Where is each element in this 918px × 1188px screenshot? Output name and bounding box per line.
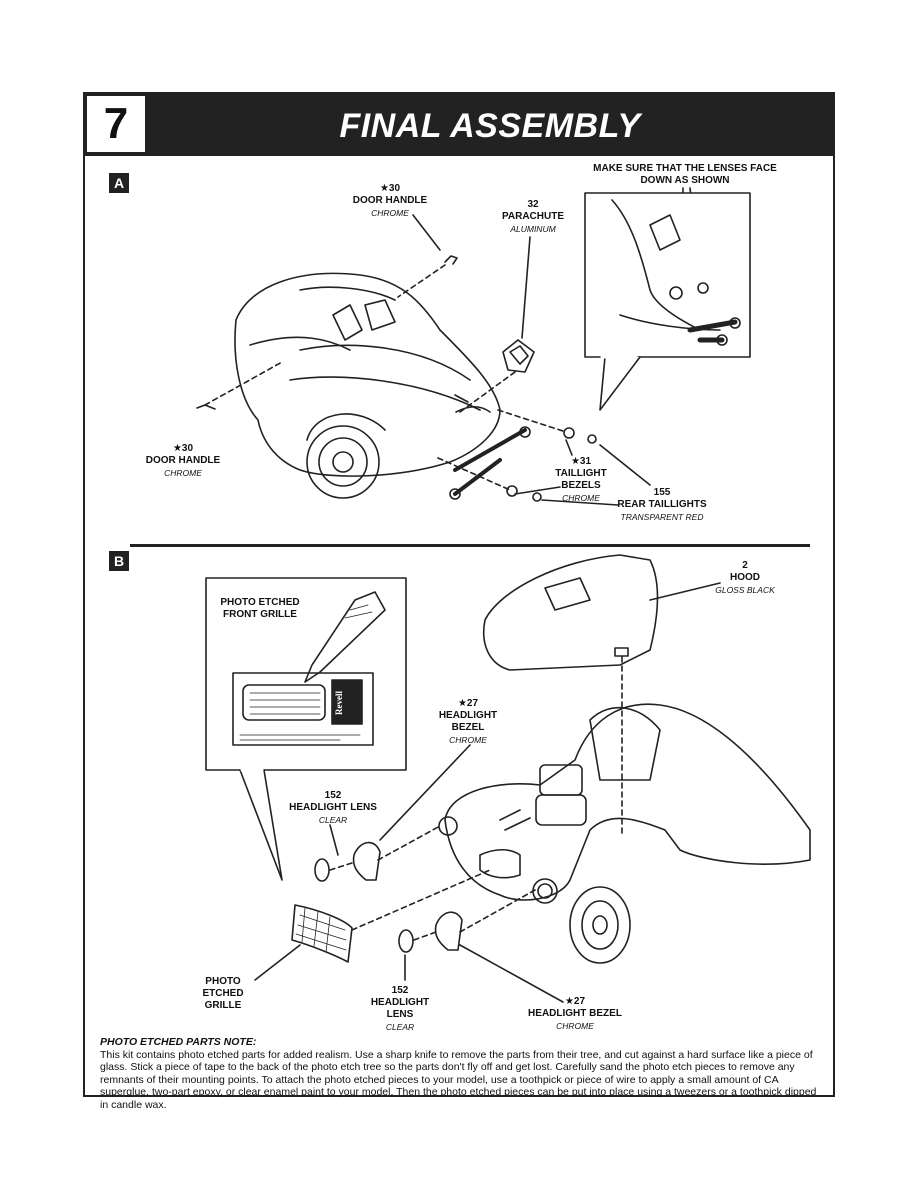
- car-rear-drawing: [234, 272, 531, 500]
- part-name: TAILLIGHT BEZELS: [555, 468, 607, 491]
- note-title: PHOTO ETCHED PARTS NOTE:: [100, 1036, 257, 1048]
- part-finish: CLEAR: [318, 815, 348, 825]
- part-number: 152: [324, 790, 342, 801]
- part-number: 155: [653, 487, 671, 498]
- part-name: HOOD: [730, 572, 760, 583]
- lens-orientation-note: MAKE SURE THAT THE LENSES FACE DOWN AS S…: [593, 163, 777, 186]
- parachute-label: 32 PARACHUTE ALUMINUM: [488, 199, 578, 235]
- door-handle-left-label: ★30 DOOR HANDLE CHROME: [138, 443, 228, 479]
- rear-taillights-label: 155 REAR TAILLIGHTS TRANSPARENT RED: [612, 487, 712, 523]
- part-number: 152: [391, 985, 409, 996]
- parachute-part: [502, 339, 535, 373]
- part-finish: CHROME: [562, 493, 600, 503]
- part-number: 32: [527, 199, 539, 210]
- headlight-bezel-top-label: ★27 HEADLIGHT BEZEL CHROME: [428, 698, 508, 746]
- taillight-bezels-label: ★31 TAILLIGHT BEZELS CHROME: [546, 456, 616, 504]
- brand-mark: Revell: [334, 691, 344, 715]
- part-number: ★31: [570, 456, 592, 467]
- part-number: ★27: [457, 698, 479, 709]
- step-number: 7: [87, 96, 145, 152]
- photo-etched-parts-note: PHOTO ETCHED PARTS NOTE: This kit contai…: [100, 1036, 825, 1111]
- section-a-label: A: [109, 173, 129, 193]
- part-finish: CHROME: [164, 468, 202, 478]
- taillight-lens-2: [532, 492, 542, 502]
- step-header: [83, 92, 835, 156]
- taillight-lens-1: [587, 434, 597, 444]
- part-name: PARACHUTE: [501, 211, 565, 222]
- note-body: This kit contains photo etched parts for…: [100, 1048, 817, 1111]
- headlight-lens-bottom-part: [398, 929, 414, 953]
- part-finish: GLOSS BLACK: [715, 585, 775, 595]
- part-name: DOOR HANDLE: [352, 195, 428, 206]
- headlight-lens-bottom-label: 152 HEADLIGHT LENS CLEAR: [365, 985, 435, 1033]
- step-title: FINAL ASSEMBLY: [339, 106, 641, 145]
- part-finish: CHROME: [556, 1021, 594, 1031]
- door-handle-part-left: [196, 404, 216, 410]
- taillight-bezel-1: [563, 427, 575, 439]
- part-finish: CLEAR: [385, 1022, 415, 1032]
- part-finish: CHROME: [449, 735, 487, 745]
- part-name: PHOTO ETCHED GRILLE: [202, 976, 244, 1011]
- part-number: ★30: [379, 183, 401, 194]
- photo-etched-grille-label: PHOTO ETCHED GRILLE: [193, 976, 253, 1012]
- lens-detail-inset: [584, 192, 751, 358]
- section-divider: [130, 544, 810, 547]
- part-number: ★30: [172, 443, 194, 454]
- photo-etched-grille-part: [291, 904, 353, 963]
- part-name: DOOR HANDLE: [145, 455, 221, 466]
- part-finish: ALUMINUM: [510, 224, 556, 234]
- part-name: HEADLIGHT BEZEL: [438, 710, 498, 733]
- part-name: HEADLIGHT LENS: [370, 997, 430, 1020]
- headlight-bezel-bottom-part: [434, 911, 463, 951]
- headlight-lens-top-label: 152 HEADLIGHT LENS CLEAR: [283, 790, 383, 826]
- headlight-bezel-top-part: [352, 841, 381, 881]
- hood-part: [483, 554, 659, 671]
- part-number: 2: [742, 560, 748, 571]
- part-finish: TRANSPARENT RED: [620, 512, 704, 522]
- headlight-lens-top-part: [314, 858, 330, 882]
- door-handle-part-top: [444, 255, 458, 265]
- taillight-bezel-2: [506, 485, 518, 497]
- part-number: ★27: [564, 996, 586, 1007]
- section-b-label: B: [109, 551, 129, 571]
- part-name: REAR TAILLIGHTS: [617, 499, 707, 510]
- grille-inset-title: PHOTO ETCHED FRONT GRILLE: [220, 597, 300, 620]
- part-finish: CHROME: [371, 208, 409, 218]
- part-name: HEADLIGHT BEZEL: [528, 1008, 622, 1019]
- hood-label: 2 HOOD GLOSS BLACK: [705, 560, 785, 596]
- headlight-bezel-bottom-label: ★27 HEADLIGHT BEZEL CHROME: [525, 996, 625, 1032]
- part-name: HEADLIGHT LENS: [289, 802, 377, 813]
- door-handle-top-label: ★30 DOOR HANDLE CHROME: [345, 183, 435, 219]
